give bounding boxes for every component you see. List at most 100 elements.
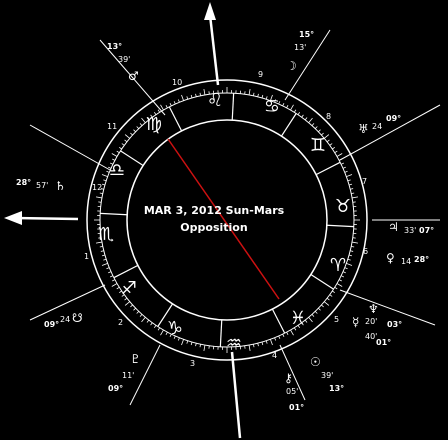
house-number-11: 11 [107, 122, 117, 131]
degree-tick [141, 117, 146, 123]
house-number-4: 4 [272, 351, 277, 360]
sun-degree: 13° [329, 384, 344, 393]
degree-tick [186, 340, 189, 344]
house-number-3: 3 [190, 359, 195, 368]
mercury-minute: 20' [365, 317, 377, 326]
mars-minute: 39' [118, 55, 130, 64]
venus-minute: 14 [401, 257, 411, 266]
degree-tick [278, 335, 281, 339]
chart-title: MAR 3, 2012 Sun-Mars [144, 204, 285, 217]
house-number-6: 6 [363, 247, 368, 256]
asc-axis [4, 211, 79, 225]
opposition-line [167, 138, 280, 300]
planet-pluto: ♇ 11' 09° [108, 352, 141, 393]
planet-node: 09° 24 ☋ [44, 311, 83, 329]
degree-tick [334, 286, 338, 290]
degree-tick [136, 311, 140, 314]
house-number-1: 1 [84, 252, 89, 261]
degree-tick [111, 153, 118, 157]
degree-tick [346, 263, 353, 266]
degree-tick [344, 170, 348, 173]
cusp-4b [279, 344, 306, 401]
degree-tick [253, 92, 255, 96]
sign-divider [219, 319, 223, 347]
sign-divider [271, 308, 286, 334]
degree-tick [190, 341, 193, 346]
degree-tick [203, 88, 206, 95]
degree-tick [157, 327, 161, 331]
planet-jupiter: ♃ 33' 07° [388, 220, 434, 235]
cancer-sign-icon: ♋ [264, 96, 280, 117]
gemini-sign-icon: ♊ [310, 135, 326, 156]
jupiter-glyph-icon: ♃ [388, 220, 399, 234]
degree-tick [253, 344, 255, 348]
degree-tick [112, 279, 116, 282]
degree-tick [181, 94, 184, 101]
sign-glyphs: ♌ ♋ ♊ ♉ ♈ ♓ ♒ ♑ ♐ ♏ ♎ ♍ [98, 90, 351, 354]
degree-tick [348, 254, 353, 257]
cusp-8 [339, 104, 441, 161]
degree-tick [157, 109, 161, 113]
degree-tick [150, 322, 153, 326]
degree-tick [124, 134, 130, 139]
degree-tick [133, 129, 136, 133]
degree-tick [101, 183, 106, 186]
uranus-glyph-icon: ♅ [358, 122, 369, 136]
sign-divider [100, 212, 128, 216]
moon-degree: 15° [299, 30, 314, 39]
degree-tick [248, 88, 251, 95]
pluto-minute: 11' [122, 371, 134, 380]
degree-tick [136, 126, 140, 129]
degree-tick [177, 337, 180, 341]
degree-tick [318, 307, 321, 311]
degree-tick [336, 153, 343, 157]
degree-tick [195, 343, 197, 347]
planet-saturn: 28° 57' ♄ [16, 178, 66, 193]
sign-divider [280, 113, 297, 137]
house-number-9: 9 [258, 70, 263, 79]
mc-arrow-icon [204, 2, 216, 20]
chiron-degree: 01° [289, 403, 304, 412]
moon-glyph-icon: ☽ [286, 59, 297, 73]
degree-tick [103, 179, 107, 182]
degree-tick [340, 162, 345, 165]
degree-tick [329, 294, 333, 297]
degree-ticks [94, 87, 360, 353]
degree-tick [326, 297, 330, 301]
sign-divider [168, 106, 183, 132]
degree-tick [334, 150, 338, 154]
degree-tick [265, 96, 268, 100]
mercury-glyph-icon: ☿ [352, 315, 359, 329]
planet-neptune: ♆ 40' 01° [365, 302, 391, 347]
degree-tick [160, 104, 164, 111]
degree-tick [282, 102, 285, 107]
neptune-glyph-icon: ♆ [368, 302, 379, 316]
saturn-minute: 57' [36, 181, 48, 190]
cusp-3 [129, 344, 161, 406]
degree-tick [119, 146, 122, 150]
sagittarius-sign-icon: ♐ [121, 278, 137, 299]
degree-tick [348, 183, 353, 186]
degree-tick [146, 117, 150, 121]
degree-tick [351, 192, 355, 194]
sun-glyph-icon: ☉ [310, 355, 321, 369]
degree-ring [99, 92, 355, 348]
degree-tick [286, 105, 289, 109]
degree-tick [344, 267, 348, 270]
leo-sign-icon: ♌ [207, 90, 223, 111]
planet-mercury: ☿ 20' 03° [352, 315, 402, 329]
sign-divider [120, 150, 144, 167]
degree-tick [257, 343, 259, 347]
cusp-12 [29, 124, 111, 171]
pluto-glyph-icon: ♇ [130, 352, 141, 366]
degree-tick [169, 102, 172, 107]
degree-tick [153, 325, 157, 328]
degree-tick [169, 333, 172, 338]
degree-tick [308, 117, 313, 123]
degree-tick [332, 290, 335, 294]
degree-tick [100, 250, 104, 252]
degree-tick [106, 267, 110, 270]
degree-tick [130, 132, 133, 136]
degree-tick [311, 314, 315, 317]
